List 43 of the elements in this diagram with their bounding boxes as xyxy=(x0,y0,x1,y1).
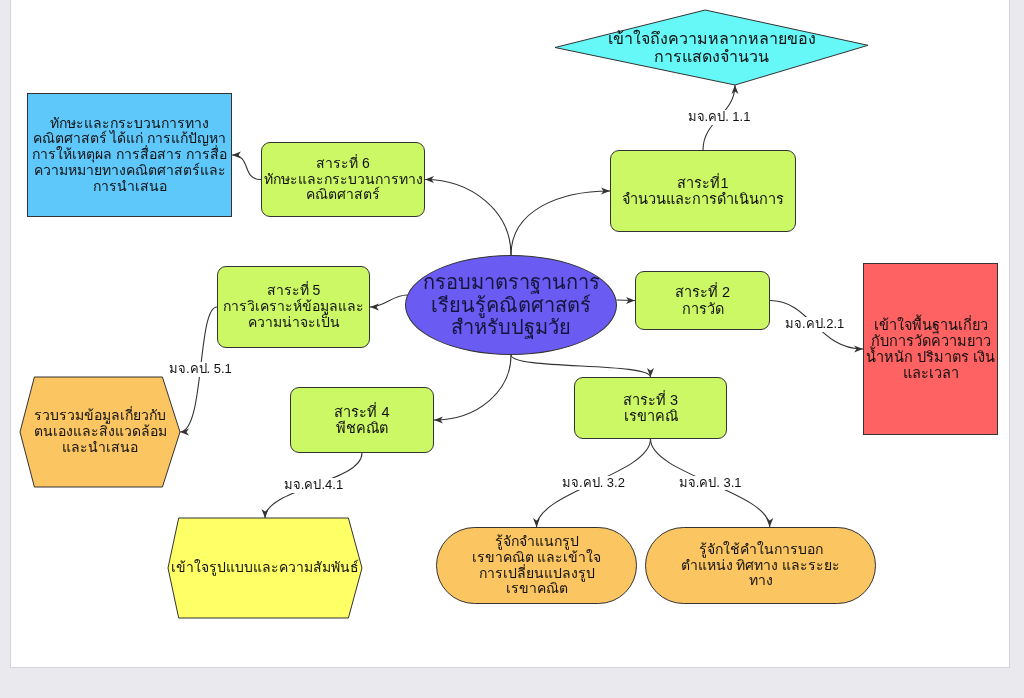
strand-heading: สาระที่ 2 xyxy=(674,284,731,301)
strand-title: การวัด xyxy=(681,300,724,317)
strand-box xyxy=(574,377,727,439)
outcome-diamond xyxy=(555,10,868,85)
strand-box xyxy=(217,266,370,348)
arrow xyxy=(615,296,636,304)
strand-box xyxy=(261,142,425,217)
strand-heading: สาระที่ 4 xyxy=(334,403,390,420)
outcome-text: รู้จักใช้คำในการบอกตำแหน่ง ทิศทาง และระยะทาง xyxy=(679,542,842,589)
arrow xyxy=(433,354,512,423)
strand-heading: สาระที่ 6 xyxy=(316,156,370,172)
outcome-text: เข้าใจถึงความหลากหลายของการแสดงจำนวน xyxy=(606,29,817,66)
arrow xyxy=(510,187,611,256)
outcome-box xyxy=(27,93,232,217)
outcome-text: เข้าใจรูปแบบและความสัมพันธ์ xyxy=(171,560,359,576)
outcome-text: ทักษะและกระบวนการทางคณิตศาสตร์ ได้แก่ การแก้ปัญหา การให้เหตุผล การสื่อสาร การสื่อความหมายทางคณิตศาสตร์และการนำเสนอ xyxy=(31,115,228,195)
arrow xyxy=(179,306,218,433)
strand-box xyxy=(290,387,434,453)
strand-box xyxy=(635,271,770,330)
outcome-text: เข้าใจพื้นฐานเกี่ยวกับการวัดความยาว น้ำหนัก ปริมาตร เงินและเวลา xyxy=(865,316,996,382)
outcome-box xyxy=(863,263,998,435)
edge-label: มจ.คป.2.1 xyxy=(782,317,847,333)
outcome-text: รวบรวมข้อมูลเกี่ยวกับตนเองและสิ่งแวดล้อมและนำเสนอ xyxy=(32,408,168,456)
strand-title: ทักษะและกระบวนการทางคณิตศาสตร์ xyxy=(262,171,424,203)
outcome-text: รู้จักจำแนกรูปเรขาคณิต และเข้าใจการเปลี่ยนแปลงรูปเรขาคณิต xyxy=(470,534,603,597)
strand-heading: สาระที่ 5 xyxy=(266,283,321,299)
arrow xyxy=(369,294,408,310)
outcome-hexagon xyxy=(168,518,362,618)
arrow xyxy=(424,176,512,256)
edge-label: มจ.คป. 1.1 xyxy=(685,110,753,125)
strand-heading: สาระที่ 3 xyxy=(622,391,679,408)
arrow xyxy=(510,354,652,378)
edge-label: มจ.คป. 5.1 xyxy=(166,362,234,377)
strand-title: การวิเคราะห์ข้อมูลและความน่าจะเป็น xyxy=(222,299,365,331)
arrow xyxy=(231,152,262,181)
strand-title: จำนวนและการดำเนินการ xyxy=(622,191,784,208)
strand-title: พีชคณิต xyxy=(336,420,388,437)
strand-title: เรขาคณิ xyxy=(623,408,678,425)
edge-label: มจ.คป.4.1 xyxy=(281,478,346,493)
topic-text: กรอบมาตราฐานการเรียนรู้คณิตศาสตร์สำหรับปฐมวัย xyxy=(421,271,601,339)
outcome-hexagon xyxy=(20,377,180,487)
strand-box xyxy=(610,150,796,232)
strand-heading: สาระที่1 xyxy=(677,174,729,191)
